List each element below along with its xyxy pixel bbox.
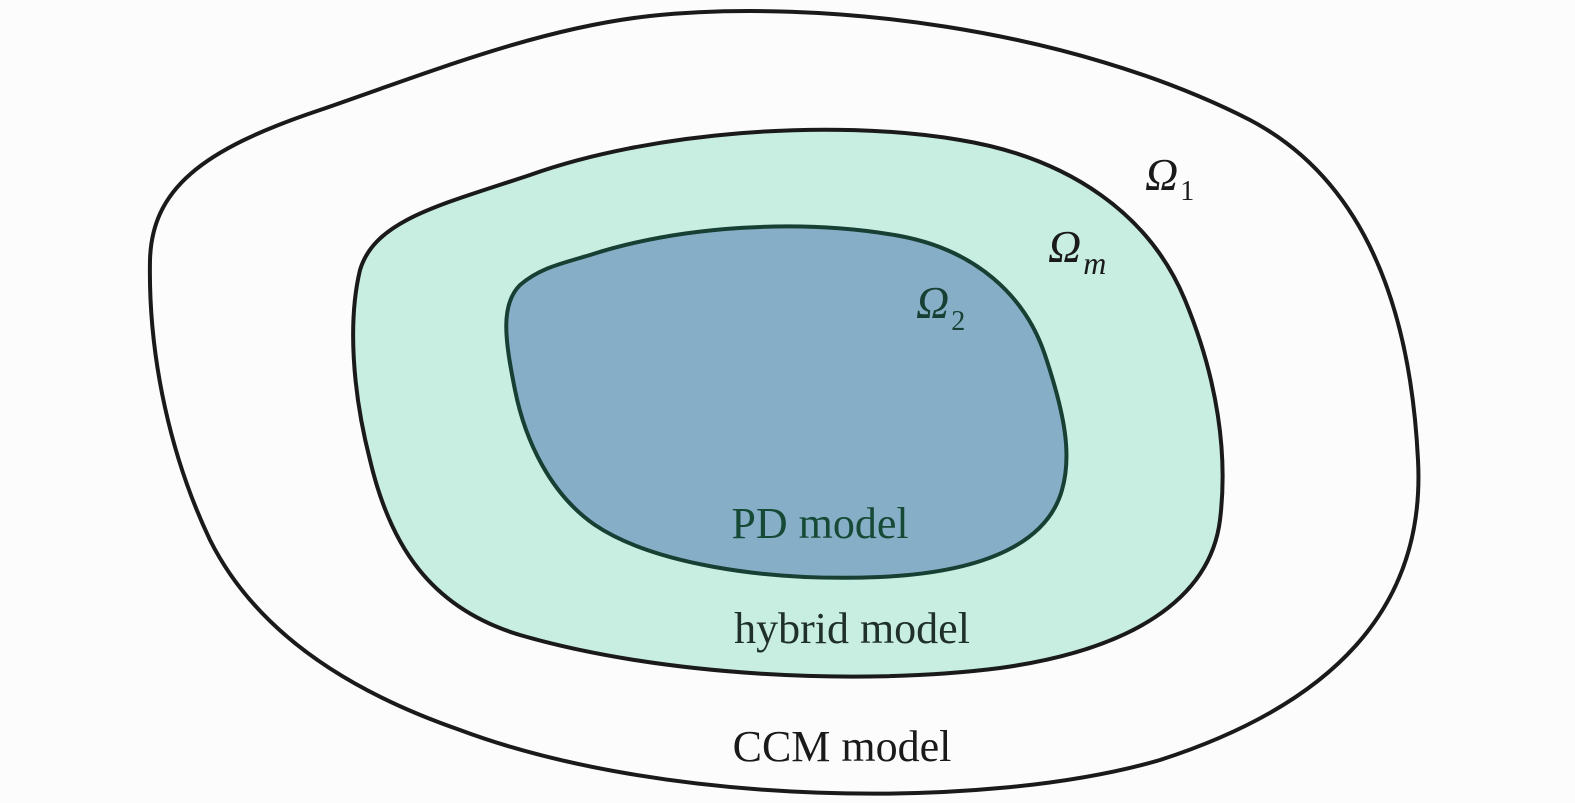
omega-m-label: Ωm <box>1048 221 1106 281</box>
inner-region-pd <box>504 224 1069 580</box>
omega-2-label: Ω2 <box>916 277 965 337</box>
hybrid-model-label: hybrid model <box>734 604 970 653</box>
ccm-model-label: CCM model <box>733 722 952 771</box>
pd-model-label: PD model <box>731 499 908 548</box>
omega-1-label: Ω1 <box>1145 149 1194 207</box>
